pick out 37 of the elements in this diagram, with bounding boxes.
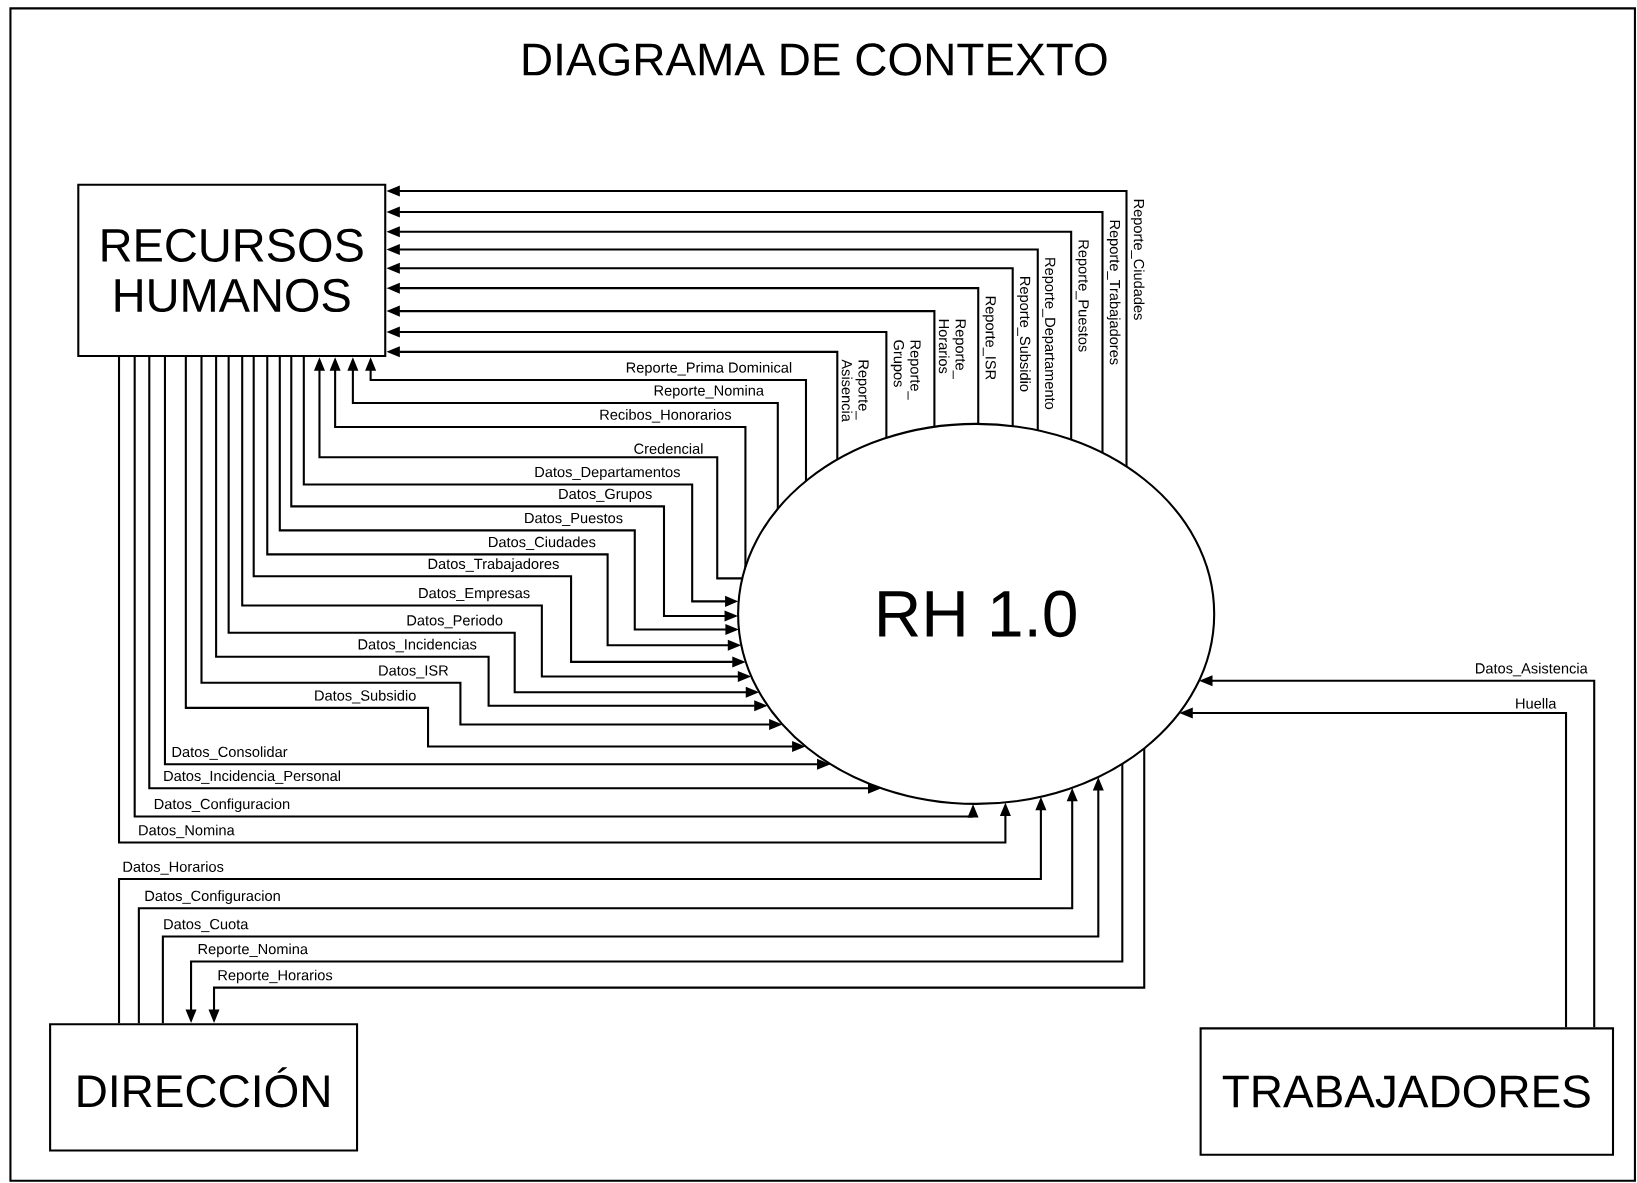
title: DIAGRAMA DE CONTEXTO — [523, 43, 1107, 76]
edge-label: Reporte_Horarios — [216, 968, 334, 985]
edge-label: Huella — [1513, 696, 1558, 710]
edge-label: Datos_Cuota — [162, 918, 250, 934]
edge-label: Reporte_Ciudades — [1129, 197, 1146, 322]
edge-label: Datos_Configuracion — [152, 797, 292, 814]
edge-label: Datos_Puestos — [522, 512, 625, 528]
edge-label: Datos_Incidencias — [356, 637, 478, 654]
edge-label: Datos_Ciudades — [486, 535, 597, 552]
edge-label: Datos_Horarios — [121, 860, 225, 876]
edge-label: Reporte_Prima Dominical — [624, 361, 794, 377]
edge-label: Datos_Grupos — [557, 487, 654, 504]
edge-label: Datos_Configuracion — [143, 889, 282, 905]
edge-label: Reporte_ Horarios — [937, 317, 967, 387]
edge-label: Datos_Asistencia — [1473, 661, 1589, 678]
edge-label: Reporte_Puestos — [1074, 238, 1090, 354]
edge-label: Datos_Incidencia_Personal — [162, 769, 343, 785]
edge-label: Datos_Subsidio — [312, 689, 418, 705]
edge-label: Datos_Empresas — [417, 587, 532, 603]
edge-label: Datos_Periodo — [405, 613, 505, 630]
edge-label: Reporte_Nomina — [652, 384, 766, 400]
edge-label: Datos_Trabajadores — [426, 557, 561, 573]
edge-label: Reporte_Subsidio — [1016, 274, 1032, 394]
entity-box: DIRECCIÓN — [49, 1023, 359, 1152]
edge-label: Reporte_Trabajadores — [1105, 218, 1122, 367]
entity-box: TRABAJADORES — [1199, 1027, 1615, 1156]
edge-label: Datos_Consolidar — [170, 745, 289, 761]
edge-label: Reporte_Departamento — [1041, 256, 1057, 411]
edge-label: Recibos_Honorarios — [598, 408, 733, 424]
edge-label: Reporte_Nomina — [196, 942, 310, 959]
edge-label: Reporte_ISR — [981, 294, 997, 382]
edge-label: Datos_ISR — [377, 664, 450, 680]
edge-label: Credencial — [632, 442, 705, 456]
edge-label: Reporte_ Grupos — [889, 338, 922, 408]
edge-label: Datos_Departamentos — [533, 465, 682, 482]
entity-box: RECURSOS HUMANOS — [77, 183, 387, 358]
edge-label: Datos_Nomina — [137, 823, 236, 840]
